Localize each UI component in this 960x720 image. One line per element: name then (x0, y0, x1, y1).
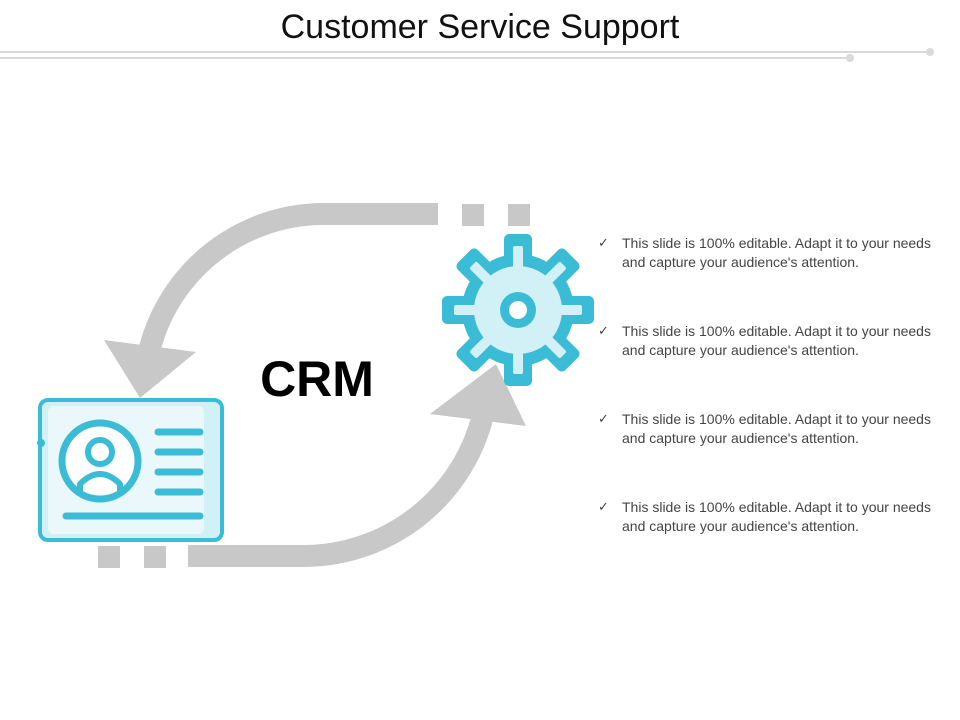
check-icon: ✓ (598, 500, 609, 515)
contact-card-icon (37, 398, 224, 542)
slide-title: Customer Service Support (280, 8, 680, 46)
check-icon: ✓ (598, 412, 609, 427)
bullet-item: ✓ This slide is 100% editable. Adapt it … (598, 322, 938, 410)
bullet-text: This slide is 100% editable. Adapt it to… (622, 411, 931, 446)
bullet-text: This slide is 100% editable. Adapt it to… (622, 499, 931, 534)
arrow-bottom (98, 364, 526, 568)
check-icon: ✓ (598, 324, 609, 339)
bullet-list: ✓ This slide is 100% editable. Adapt it … (598, 234, 938, 586)
bullet-text: This slide is 100% editable. Adapt it to… (622, 235, 931, 270)
bullet-text: This slide is 100% editable. Adapt it to… (622, 323, 931, 358)
bullet-item: ✓ This slide is 100% editable. Adapt it … (598, 498, 938, 586)
center-label: CRM (260, 351, 374, 407)
arrow-top (104, 203, 530, 398)
bullet-item: ✓ This slide is 100% editable. Adapt it … (598, 410, 938, 498)
bullet-item: ✓ This slide is 100% editable. Adapt it … (598, 234, 938, 322)
header-rule (0, 48, 934, 62)
check-icon: ✓ (598, 236, 609, 251)
gear-icon (442, 234, 594, 386)
